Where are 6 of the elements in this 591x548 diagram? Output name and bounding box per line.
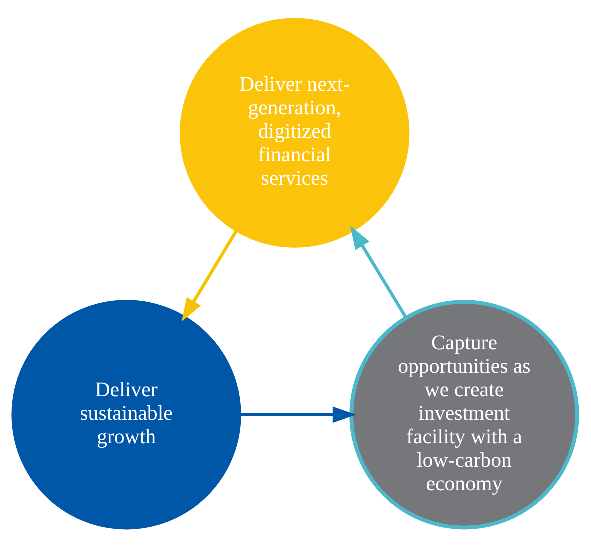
node-circle: Deliver sustainable growth [12,300,242,530]
arrow [350,226,408,319]
arrow [239,406,356,424]
node-circle: Deliver next-generation, digitized financial services [180,18,410,248]
node-circle: Capture opportunities as we create investment facility with a low-carbon economy [350,300,580,530]
arrow [182,229,239,322]
